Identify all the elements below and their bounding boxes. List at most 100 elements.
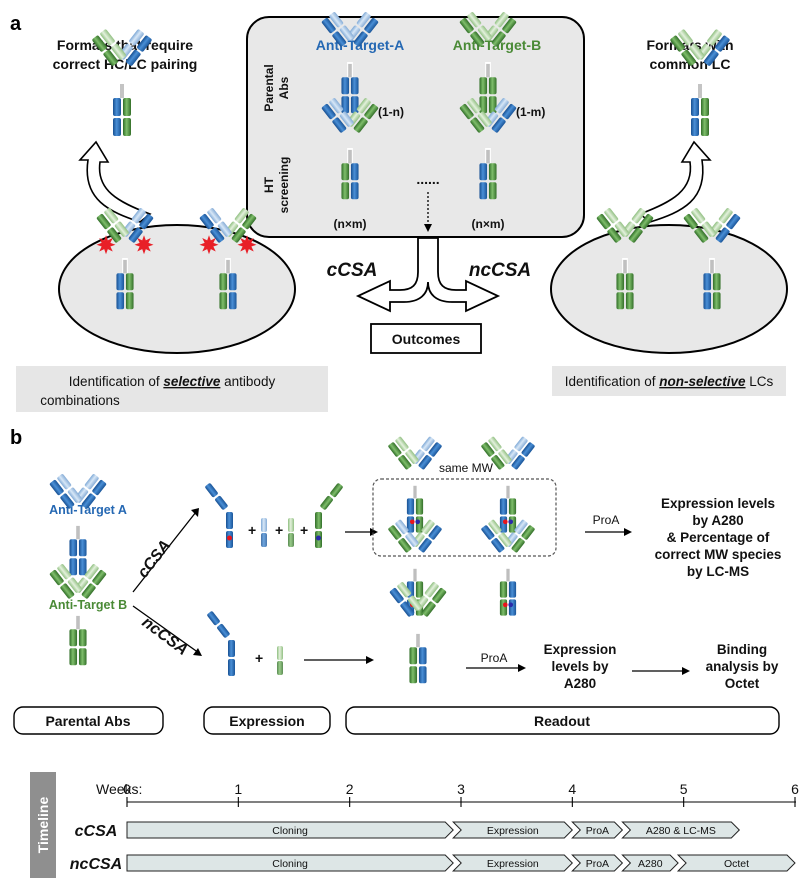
readout-right-line2: analysis by bbox=[706, 659, 779, 674]
b-parental-b bbox=[49, 564, 107, 666]
row2-label-line2: screening bbox=[277, 157, 291, 214]
panel-a-label: a bbox=[10, 13, 22, 35]
b-target-b: Anti-Target B bbox=[49, 598, 127, 612]
timeline-segment-label: Cloning bbox=[272, 825, 308, 837]
product-4 bbox=[481, 519, 535, 616]
stage-label-parental: Parental Abs bbox=[45, 713, 130, 729]
plus-4: + bbox=[255, 650, 263, 666]
lc-green-top bbox=[288, 518, 294, 547]
timeline-segment bbox=[126, 854, 454, 872]
arrow-nccsa-head bbox=[366, 656, 374, 664]
timeline-segment-label: Octet bbox=[724, 858, 749, 870]
antibody-bispecific-left bbox=[92, 29, 152, 136]
non-selective-ellipse bbox=[550, 224, 788, 354]
antibody-common-lc-1 bbox=[596, 208, 654, 310]
arrow-top-proa-head bbox=[624, 528, 632, 536]
count-a: (1-n) bbox=[378, 105, 404, 119]
selective-ellipse bbox=[58, 224, 296, 354]
arrow-bottom-proa-head bbox=[518, 664, 526, 672]
timeline-segment-label: Expression bbox=[487, 858, 539, 870]
timeline-segment-label: ProA bbox=[586, 858, 609, 870]
stage-box-readout bbox=[345, 706, 780, 735]
combo-right: (n×m) bbox=[472, 217, 505, 231]
timeline-tick-label: 5 bbox=[680, 781, 688, 797]
timeline-segment bbox=[676, 854, 796, 872]
antibody-parental-a bbox=[321, 12, 379, 114]
timeline-segment-label: Expression bbox=[487, 825, 539, 837]
row1-label-line1: Parental bbox=[262, 64, 276, 111]
timeline-row-label: cCSA bbox=[75, 823, 118, 840]
non-selective-caption: Identification of non-selective LCs bbox=[565, 374, 774, 389]
plus-1: + bbox=[248, 522, 256, 538]
dotted-arrow-head bbox=[424, 224, 432, 232]
antibody-screen-left bbox=[321, 98, 379, 200]
product-nccsa bbox=[389, 582, 447, 684]
same-mw-box bbox=[372, 478, 557, 557]
combo-left: (n×m) bbox=[334, 217, 367, 231]
antibody-common-lc-right bbox=[670, 29, 730, 136]
left-heading-line2: correct HC/LC pairing bbox=[53, 56, 198, 72]
same-mw-label: same MW bbox=[439, 461, 494, 475]
antibody-parental-b bbox=[459, 12, 517, 114]
timeline-side-label: Timeline bbox=[35, 797, 51, 854]
timeline-segment-label: Cloning bbox=[272, 858, 308, 870]
timeline-segment bbox=[621, 821, 741, 839]
selective-caption-line2: combinations bbox=[40, 393, 120, 408]
readout-top-line2: by A280 bbox=[692, 513, 743, 528]
readout-mid-line1: Expression bbox=[544, 642, 617, 657]
readout-top: Expression levels by A280 & Percentage o… bbox=[655, 496, 782, 579]
timeline-side-bar bbox=[30, 772, 56, 878]
hc-blue-bottom bbox=[207, 611, 235, 676]
panel-a: a Formats that require correct HC/LC pai… bbox=[10, 12, 788, 412]
timeline-tick-label: 3 bbox=[457, 781, 465, 797]
hc-blue-top bbox=[205, 483, 233, 548]
antibody-screen-right bbox=[459, 98, 517, 200]
timeline-tick-label: 4 bbox=[568, 781, 576, 797]
plus-2: + bbox=[275, 522, 283, 538]
curved-arrow-right bbox=[638, 140, 712, 223]
timeline-segment bbox=[451, 854, 574, 872]
readout-top-line4: correct MW species bbox=[655, 547, 782, 562]
arrow-ccsa-head bbox=[370, 528, 378, 536]
selective-caption-line1: Identification of selective antibody bbox=[69, 374, 276, 389]
antibody-mispaired-1 bbox=[96, 208, 154, 310]
stage-box-expression bbox=[203, 706, 331, 735]
readout-top-line3: & Percentage of bbox=[667, 530, 770, 545]
hc-green-top bbox=[315, 483, 343, 548]
count-b: (1-m) bbox=[516, 105, 545, 119]
timeline-tick-label: 6 bbox=[791, 781, 799, 797]
arrow-to-nccsa-head bbox=[193, 648, 202, 656]
timeline-segment-label: ProA bbox=[586, 825, 609, 837]
panel-b-label: b bbox=[10, 427, 22, 449]
readout-top-line5: by LC-MS bbox=[687, 564, 749, 579]
readout-right-line3: Octet bbox=[725, 676, 760, 691]
timeline-segment bbox=[571, 854, 624, 872]
plus-3: + bbox=[300, 522, 308, 538]
selective-caption-box bbox=[16, 366, 328, 412]
lc-green-bottom bbox=[277, 646, 283, 675]
b-parental-a bbox=[49, 474, 107, 576]
panel-b: b Anti-Target A Anti-Target B cCSA ncCSA… bbox=[10, 427, 782, 735]
arrow-to-nccsa bbox=[132, 605, 200, 654]
timeline-segment-label: A280 & LC-MS bbox=[646, 825, 716, 837]
screening-box bbox=[246, 16, 585, 238]
readout-mid-line2: levels by bbox=[551, 659, 609, 674]
combo-dots: ...... bbox=[416, 171, 439, 187]
stage-box-parental bbox=[13, 706, 164, 735]
row1-label-line2: Abs bbox=[277, 76, 291, 99]
antibody-mispaired-2 bbox=[199, 208, 257, 310]
proa-bottom: ProA bbox=[481, 651, 508, 665]
timeline-segment-label: A280 bbox=[638, 858, 663, 870]
row2-label-line1: HT bbox=[262, 176, 276, 193]
timeline-row-label: ncCSA bbox=[70, 856, 122, 873]
outcomes-label: Outcomes bbox=[392, 331, 461, 347]
left-heading-line1: Formats that require bbox=[57, 37, 193, 53]
lc-blue-top bbox=[261, 518, 267, 547]
timeline-tick-label: 0 bbox=[123, 781, 131, 797]
stage-label-readout: Readout bbox=[534, 713, 590, 729]
stage-label-expression: Expression bbox=[229, 713, 304, 729]
